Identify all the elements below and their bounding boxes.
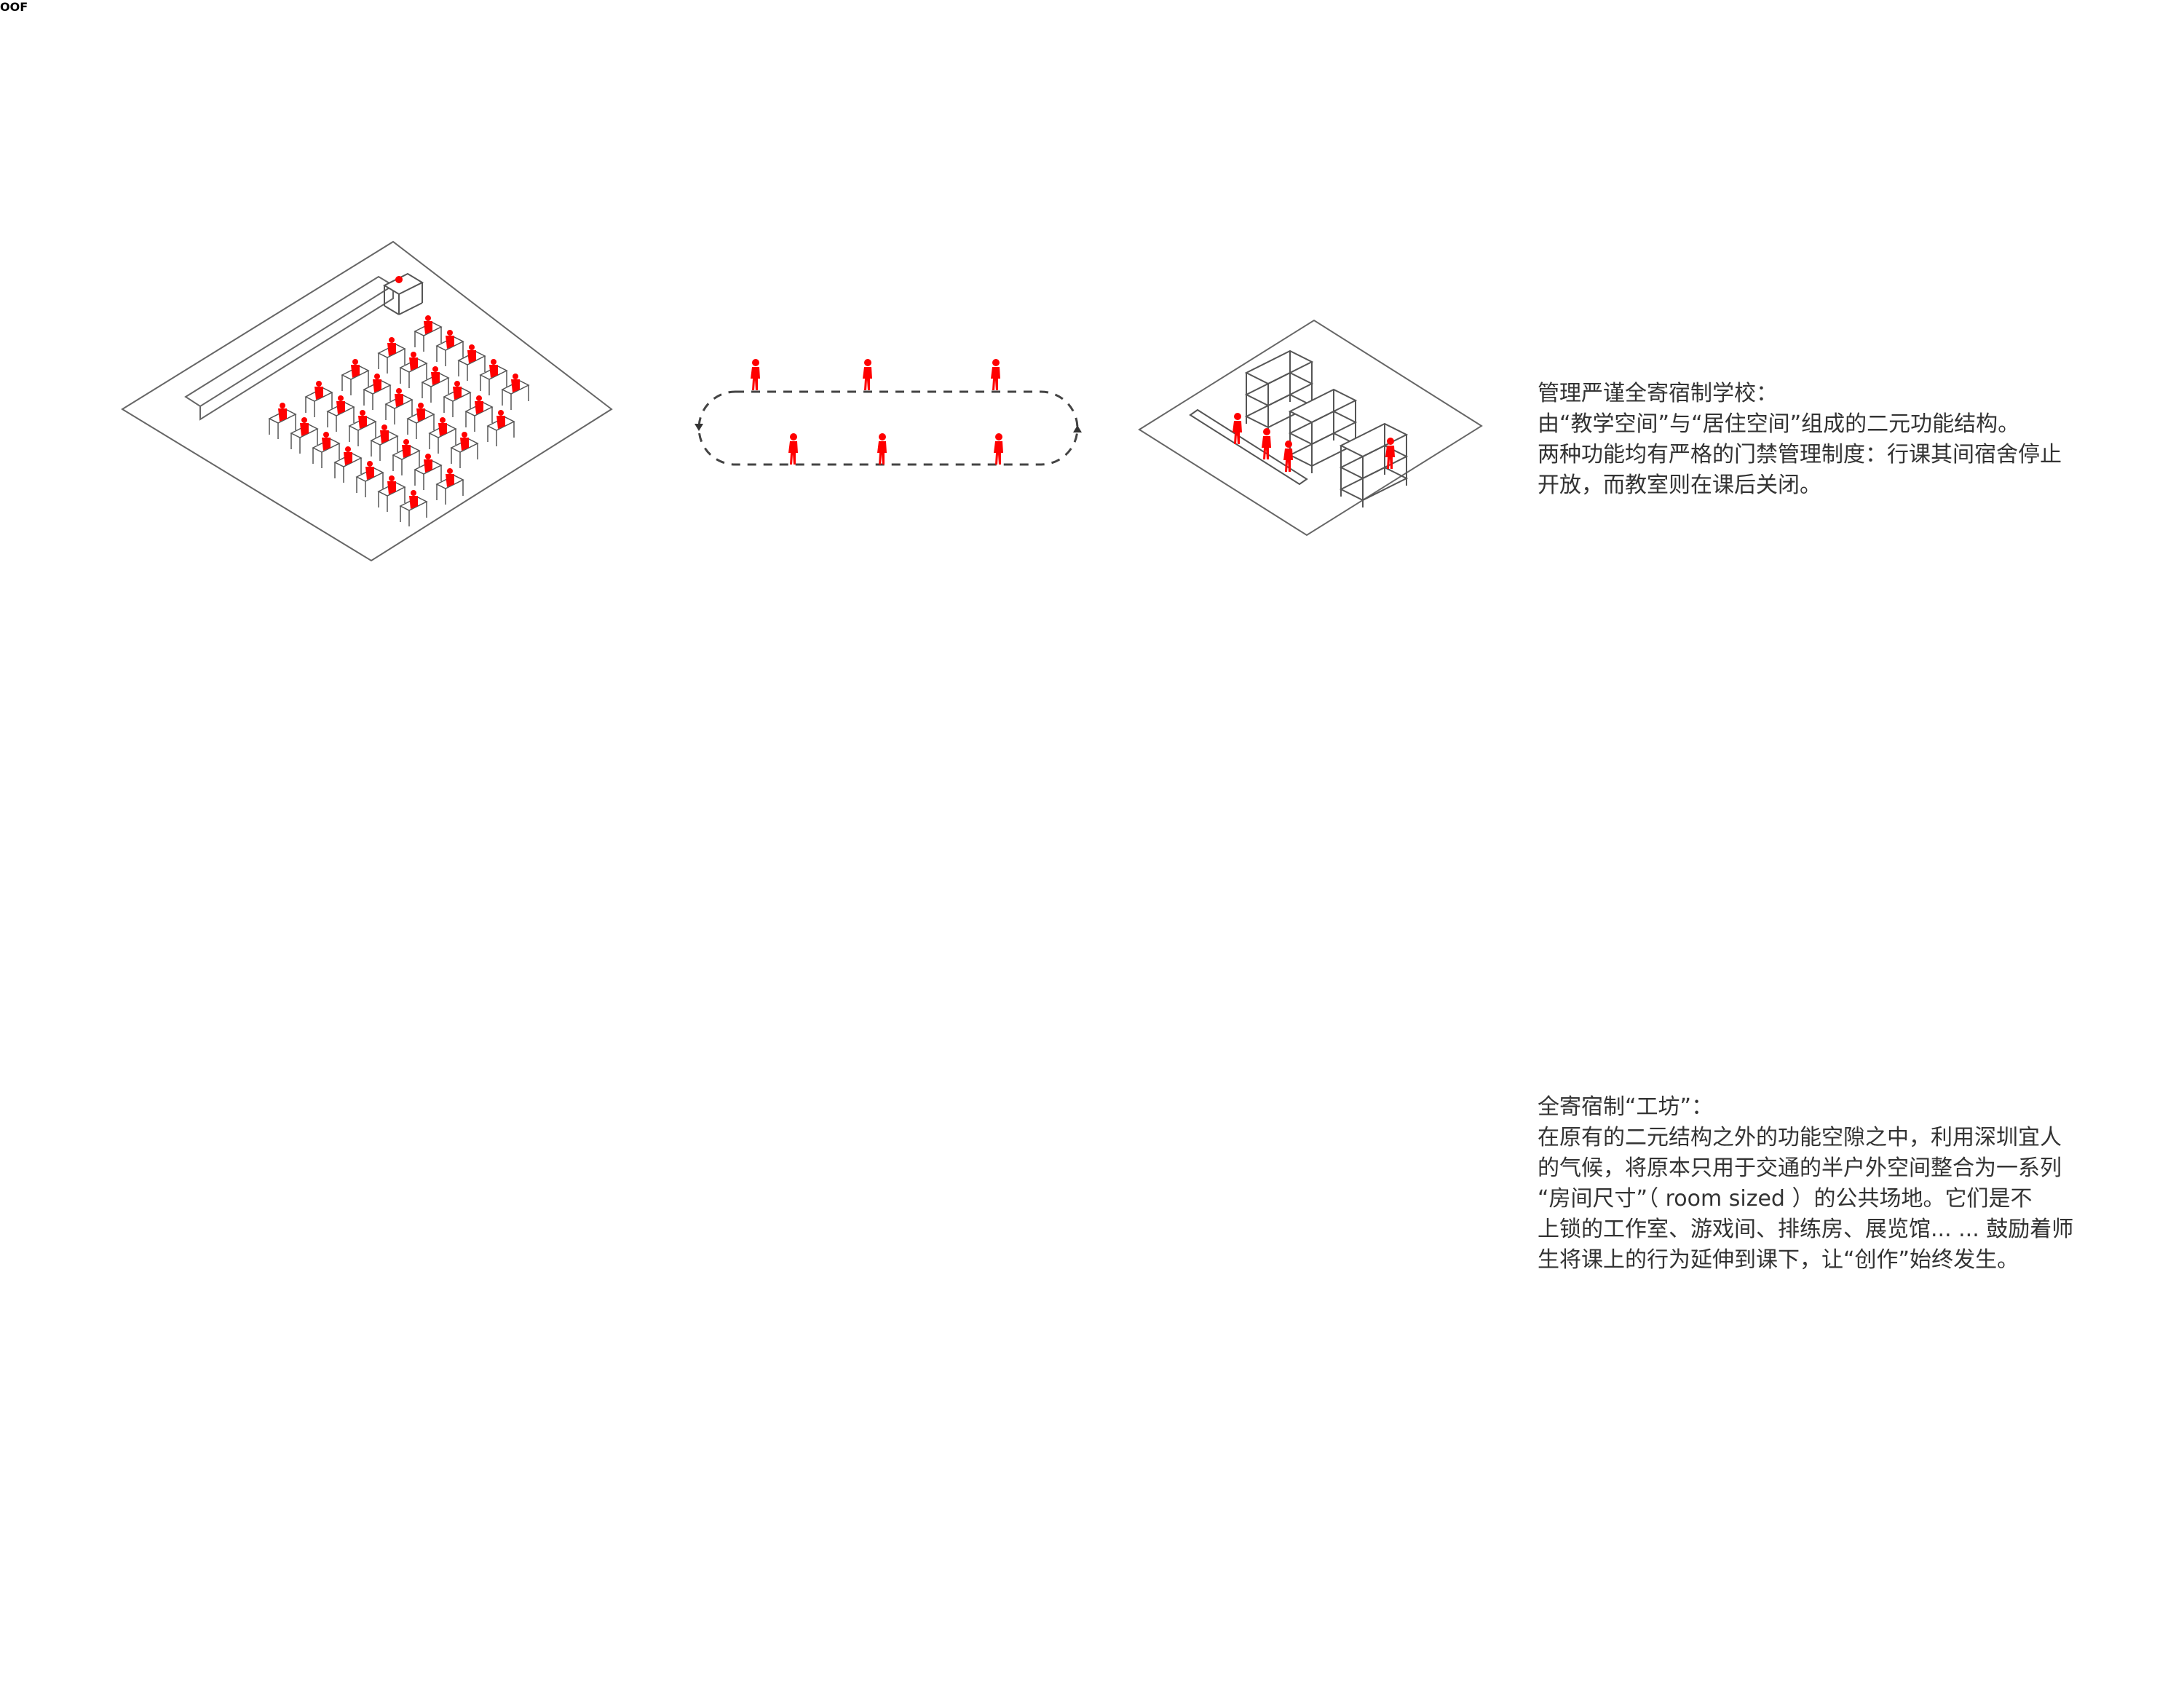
- exhibition-panel: OOF: [0, 0, 28, 14]
- caption-bottom-line-3: 的气候，将原本只用于交通的半户外空间整合为一系列: [1538, 1155, 2062, 1181]
- caption-top-line-1: 管理严谨全寄宿制学校：: [1538, 381, 1778, 406]
- student-desks-grid-top: [269, 315, 529, 527]
- caption-top-line-2: 由“教学空间”与“居住空间”组成的二元功能结构。: [1538, 411, 2020, 437]
- classroom-plate-top: [121, 240, 613, 562]
- caption-bottom-line-2: 在原有的二元结构之外的功能空隙之中，利用深圳宜人: [1538, 1125, 2062, 1150]
- caption-top-line-3: 两种功能均有严格的门禁管理制度：行课其间宿舍停止: [1538, 442, 2062, 467]
- caption-bottom-line-5: 上锁的工作室、游戏间、排练房、展览馆... ... 鼓励着师: [1538, 1217, 2074, 1242]
- caption-workshop: 全寄宿制“工坊”： 在原有的二元结构之外的功能空隙之中，利用深圳宜人 的气候，将…: [1538, 1092, 2073, 1276]
- dormitory-plate-top: [1138, 319, 1483, 537]
- caption-top-line-4: 开放，而教室则在课后关闭。: [1538, 473, 1821, 498]
- caption-bottom-line-6: 生将课上的行为延伸到课下，让“创作”始终发生。: [1538, 1247, 2019, 1273]
- caption-boarding-school: 管理严谨全寄宿制学校： 由“教学空间”与“居住空间”组成的二元功能结构。 两种功…: [1538, 379, 2062, 501]
- exhibition-logo-text: OOF: [0, 0, 28, 14]
- caption-bottom-line-1: 全寄宿制“工坊”：: [1538, 1094, 1714, 1120]
- caption-bottom-line-4: “房间尺寸”（ room sized ）的公共场地。它们是不: [1538, 1186, 2033, 1212]
- circulation-loop-top: [695, 359, 1082, 466]
